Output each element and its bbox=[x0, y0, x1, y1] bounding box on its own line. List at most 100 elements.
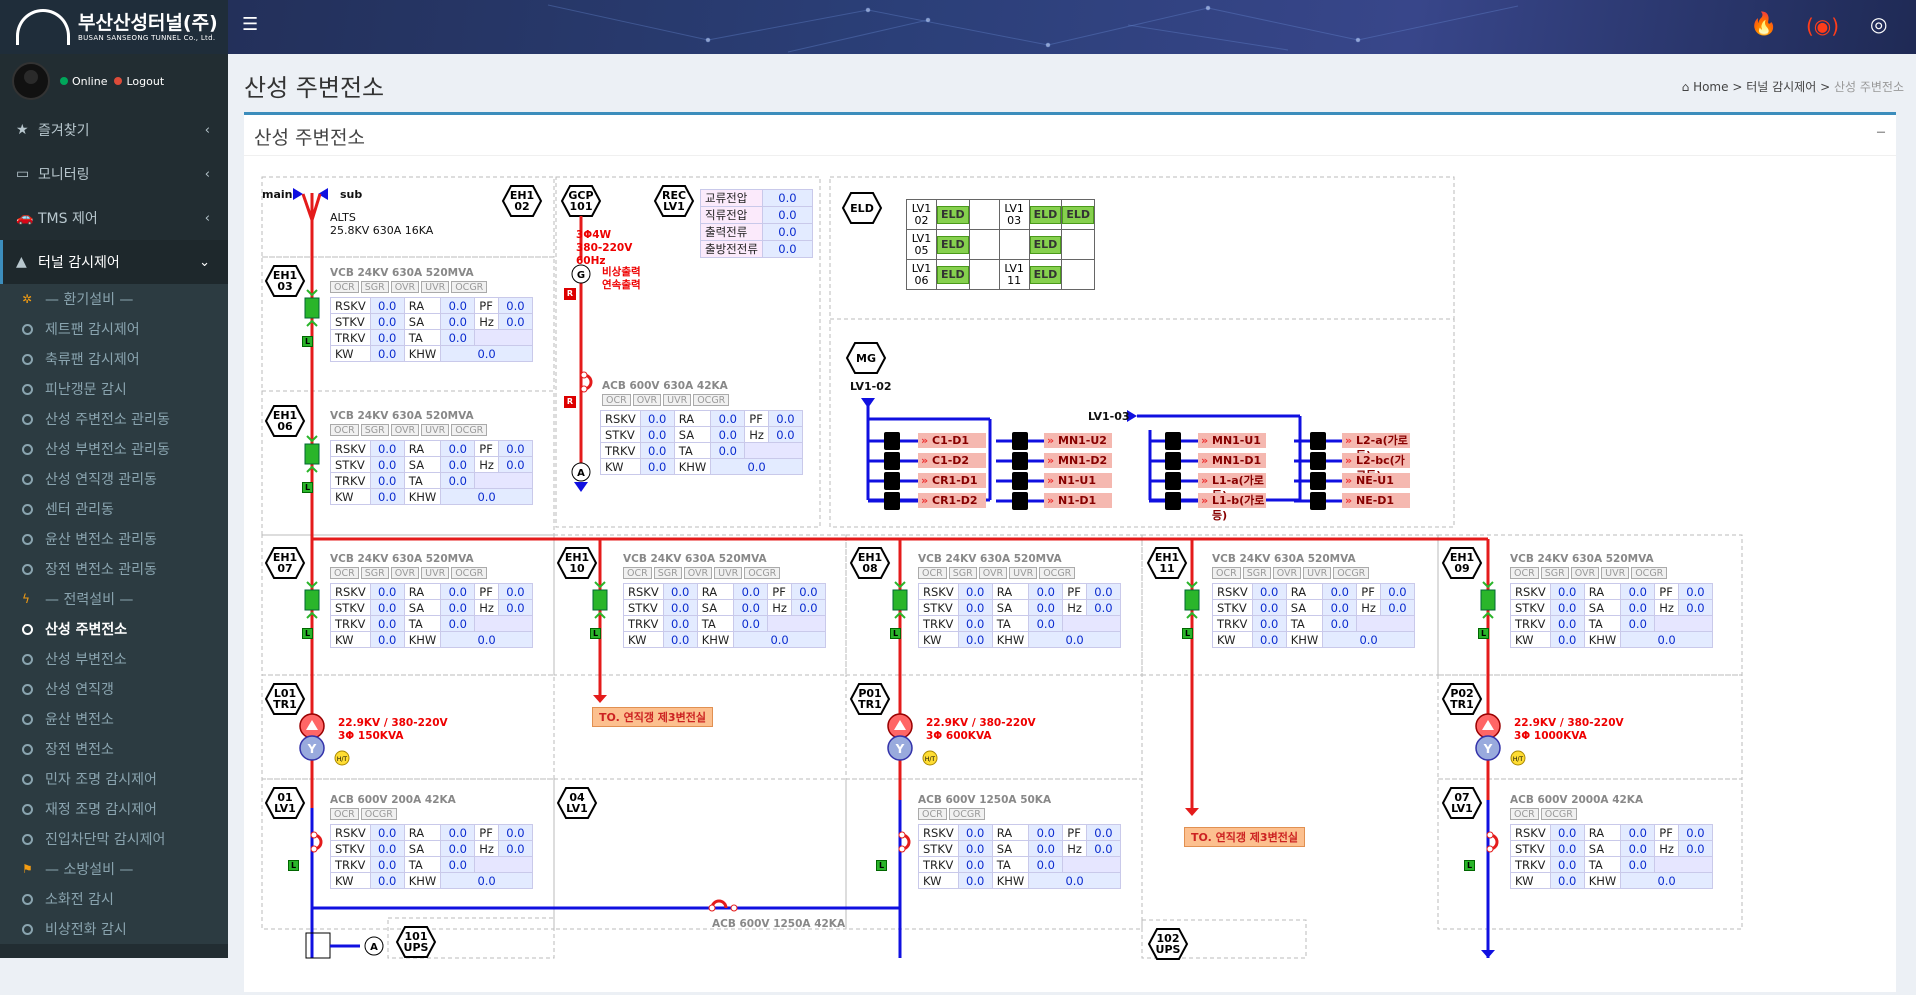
stkv-label: STKV bbox=[918, 840, 959, 857]
ups102-label: UPS bbox=[1156, 943, 1181, 956]
menu-toggle-icon[interactable]: ☰ bbox=[242, 14, 259, 35]
relay-tag: SGR bbox=[360, 424, 389, 436]
submenu-item[interactable]: 산성 주변전소 관리동 bbox=[0, 404, 228, 434]
eh111-local-indicator: L bbox=[1182, 628, 1193, 639]
pf-value: 0.0 bbox=[497, 297, 533, 314]
rskv-value: 0.0 bbox=[1549, 824, 1585, 841]
rskv-label: RSKV bbox=[918, 583, 959, 600]
dest-label-2[interactable]: TO. 연직갱 제3변전실 bbox=[1184, 827, 1305, 847]
feeder-cr1d2[interactable]: CR1-D2 bbox=[918, 493, 986, 508]
submenu-item[interactable]: 산성 연직갱 관리동 bbox=[0, 464, 228, 494]
eld-status[interactable]: ELD bbox=[937, 235, 969, 254]
menu-item-road[interactable]: ▲터널 감시제어⌄ bbox=[0, 240, 228, 284]
alts-spec: 25.8KV 630A 16KA bbox=[330, 224, 434, 237]
lv01-acb-spec: ACB 600V 200A 42KA bbox=[330, 794, 456, 806]
feeder-neu1[interactable]: NE-U1 bbox=[1342, 473, 1410, 488]
breadcrumb-parent[interactable]: 터널 감시제어 bbox=[1746, 80, 1817, 94]
feeder-mn1u2[interactable]: MN1-U2 bbox=[1044, 433, 1112, 448]
submenu-item[interactable]: 축류팬 감시제어 bbox=[0, 344, 228, 374]
submenu-label: 산성 부변전소 관리동 bbox=[45, 442, 170, 458]
submenu-item[interactable]: 윤산 변전소 관리동 bbox=[0, 524, 228, 554]
feeder-n1u1[interactable]: N1-U1 bbox=[1044, 473, 1112, 488]
eh102-hex bbox=[501, 185, 543, 217]
menu-item-star[interactable]: ★즐겨찾기‹ bbox=[0, 108, 228, 152]
submenu-item[interactable]: 산성 부변전소 bbox=[0, 644, 228, 674]
sa-label: SA bbox=[403, 456, 442, 473]
relay-tag: OCR bbox=[1510, 567, 1539, 579]
fire-alarm-icon[interactable]: 🔥 bbox=[1750, 12, 1778, 37]
feeder-l1b[interactable]: L1-b(가로등) bbox=[1198, 493, 1266, 522]
frame-eh107 bbox=[261, 534, 555, 676]
eld-cell: ELD bbox=[936, 259, 970, 290]
feeder-l2bc[interactable]: L2-bc(가로등) bbox=[1342, 453, 1410, 482]
eld-status[interactable]: ELD bbox=[1029, 235, 1062, 254]
eh109-chevrons bbox=[1482, 581, 1494, 619]
eh108-hex bbox=[849, 547, 891, 579]
breadcrumb-home[interactable]: Home bbox=[1693, 80, 1729, 94]
eld-status[interactable]: ELD bbox=[937, 265, 969, 284]
submenu-item[interactable]: 산성 연직갱 bbox=[0, 674, 228, 704]
siren-icon[interactable]: (◉) bbox=[1806, 14, 1840, 38]
p02-tr1-label: TR1 bbox=[1450, 698, 1474, 711]
eld-status[interactable]: ELD bbox=[1029, 265, 1062, 284]
dest-label-1[interactable]: TO. 연직갱 제3변전실 bbox=[592, 707, 713, 727]
trkv-value: 0.0 bbox=[662, 615, 698, 632]
submenu-item[interactable]: 재정 조명 감시제어 bbox=[0, 794, 228, 824]
hz-value: 0.0 bbox=[1085, 840, 1121, 857]
ammeter-a: A bbox=[577, 468, 585, 479]
feeder-mn1d1[interactable]: MN1-D1 bbox=[1198, 453, 1266, 468]
feeder-l2a[interactable]: L2-a(가로등) bbox=[1342, 433, 1410, 462]
menu-item-monitor[interactable]: ▭모니터링‹ bbox=[0, 152, 228, 196]
pf-label: PF bbox=[474, 824, 499, 841]
logout-link[interactable]: Logout bbox=[126, 74, 165, 88]
eld-status[interactable]: ELD bbox=[1029, 205, 1062, 224]
user-icon[interactable]: ◎ bbox=[1870, 12, 1888, 36]
relay-tag: UVR bbox=[663, 394, 692, 406]
submenu-item[interactable]: 윤산 변전소 bbox=[0, 704, 228, 734]
submenu-label: 민자 조명 감시제어 bbox=[45, 772, 157, 788]
breaker-block bbox=[1012, 472, 1028, 490]
feeder-mn1u1[interactable]: MN1-U1 bbox=[1198, 433, 1266, 448]
company-logo[interactable]: 부산산성터널(주) BUSAN SANSEONG TUNNEL Co., Ltd… bbox=[0, 0, 228, 54]
submenu-item[interactable]: 소화전 감시 bbox=[0, 884, 228, 914]
eld-status[interactable]: ELD bbox=[937, 205, 969, 224]
alts-switch bbox=[301, 193, 322, 225]
trkv-label: TRKV bbox=[330, 856, 371, 873]
eld-status[interactable]: ELD bbox=[1062, 205, 1094, 224]
feeder-l1a[interactable]: L1-a(가로등) bbox=[1198, 473, 1266, 502]
empty-cell bbox=[1062, 615, 1121, 632]
submenu-item[interactable]: 센터 관리동 bbox=[0, 494, 228, 524]
kw-value: 0.0 bbox=[369, 872, 405, 889]
eh110-label: 10 bbox=[569, 562, 585, 575]
submenu-item[interactable]: 진입차단막 감시제어 bbox=[0, 824, 228, 854]
eh110-chevrons bbox=[594, 581, 606, 619]
feeder-c1d2[interactable]: C1-D2 bbox=[918, 453, 986, 468]
relay-tag: SGR bbox=[1540, 567, 1569, 579]
submenu-item[interactable]: 장전 변전소 bbox=[0, 734, 228, 764]
submenu-item[interactable]: 비상전화 감시 bbox=[0, 914, 228, 944]
submenu-item[interactable]: 민자 조명 감시제어 bbox=[0, 764, 228, 794]
feeder-ned1[interactable]: NE-D1 bbox=[1342, 493, 1410, 508]
submenu-item[interactable]: 피난갱문 감시 bbox=[0, 374, 228, 404]
submenu-item[interactable]: 장전 변전소 관리동 bbox=[0, 554, 228, 584]
feeder-mn1d2[interactable]: MN1-D2 bbox=[1044, 453, 1112, 468]
submenu-item[interactable]: 산성 부변전소 관리동 bbox=[0, 434, 228, 464]
submenu-item[interactable]: 산성 주변전소 bbox=[0, 614, 228, 644]
submenu-item[interactable]: 제트팬 감시제어 bbox=[0, 314, 228, 344]
khw-value: 0.0 bbox=[440, 345, 533, 362]
tr-p02-ht-label: H/T bbox=[1513, 756, 1524, 763]
frame-tr3 bbox=[1437, 674, 1743, 780]
feeder-cr1d1[interactable]: CR1-D1 bbox=[918, 473, 986, 488]
feeder-n1d1[interactable]: N1-D1 bbox=[1044, 493, 1112, 508]
menu-item-car[interactable]: 🚗TMS 제어‹ bbox=[0, 196, 228, 240]
chevron-left-icon: ‹ bbox=[204, 210, 210, 226]
circle-icon bbox=[22, 623, 33, 635]
sa-value: 0.0 bbox=[1620, 599, 1656, 616]
collapse-button[interactable]: – bbox=[1876, 119, 1886, 143]
feeder-c1d1[interactable]: C1-D1 bbox=[918, 433, 986, 448]
sa-value: 0.0 bbox=[1028, 840, 1064, 857]
empty-cell bbox=[767, 615, 826, 632]
